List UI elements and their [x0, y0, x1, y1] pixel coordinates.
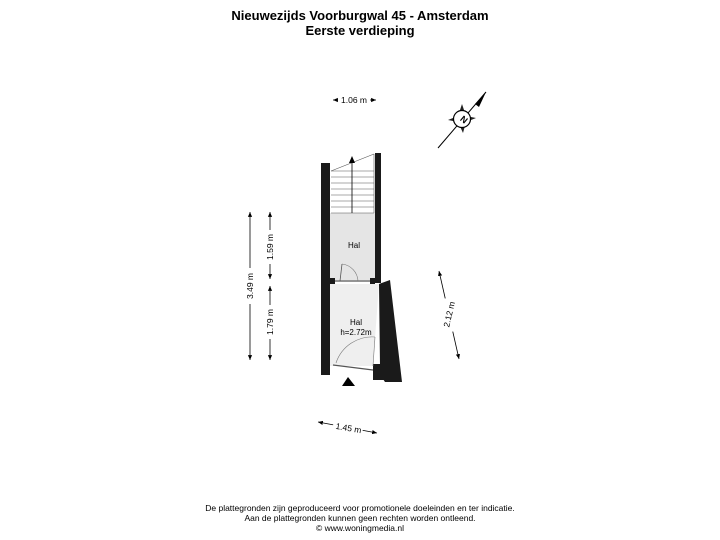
dimension-upper-length: 1.59 m: [264, 212, 276, 279]
dimension-bottom-width: 1.45 m: [317, 418, 378, 436]
dimension-top-width-label: 1.06 m: [341, 95, 367, 105]
dimension-top-width: 1.06 m: [333, 94, 376, 106]
dimension-lower-length-label: 1.79 m: [265, 309, 275, 335]
internal-door: [335, 263, 370, 282]
walls: [321, 153, 402, 382]
footer-disclaimer-line1: De plattegronden zijn geproduceerd voor …: [205, 503, 515, 513]
floor-title: Eerste verdieping: [305, 23, 415, 38]
entrance-marker: [342, 377, 355, 386]
address-title: Nieuwezijds Voorburgwal 45 - Amsterdam: [231, 8, 489, 23]
dimension-total-length: 3.49 m: [244, 212, 256, 360]
stair-direction-arrow: [349, 156, 355, 213]
footer-copyright: © www.woningmedia.nl: [316, 523, 404, 533]
room-height-label: h=2.72m: [340, 328, 372, 337]
dimension-lower-length: 1.79 m: [264, 286, 276, 360]
dimension-total-length-label: 3.49 m: [245, 273, 255, 299]
dimension-right-length: 2.12 m: [438, 270, 460, 360]
footer-disclaimer-line2: Aan de plattegronden kunnen geen rechten…: [244, 513, 476, 523]
staircase: [330, 153, 375, 214]
dimension-upper-length-label: 1.59 m: [265, 234, 275, 260]
dimension-bottom-width-label: 1.45 m: [335, 421, 362, 435]
room-label-hal-upper: Hal: [348, 241, 360, 250]
lower-hal-floor: [330, 284, 379, 366]
room-label-hal-lower: Hal: [350, 318, 362, 327]
entrance-door: [332, 336, 376, 386]
compass: N: [437, 91, 487, 149]
compass-north-label: N: [458, 114, 469, 126]
